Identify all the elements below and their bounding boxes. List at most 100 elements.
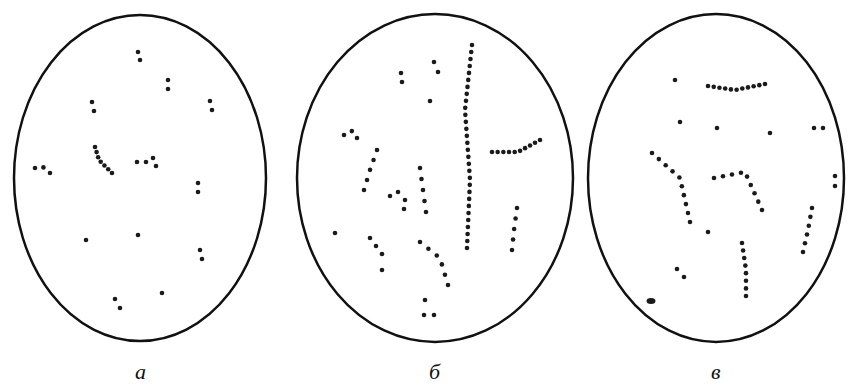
coccus-dot <box>436 70 441 75</box>
coccus-dot <box>763 82 768 87</box>
coccus-dot <box>647 298 656 304</box>
coccus-dot <box>757 83 762 88</box>
coccus-dot <box>740 241 745 246</box>
coccus-dot <box>106 167 111 172</box>
coccus-dot <box>756 199 761 204</box>
coccus-dot <box>512 150 517 155</box>
field-outline <box>14 15 266 341</box>
coccus-dot <box>465 239 470 244</box>
coccus-dot <box>432 60 437 65</box>
coccus-dot <box>467 204 472 209</box>
coccus-dot <box>166 78 171 83</box>
coccus-dot <box>41 165 46 170</box>
coccus-dot <box>98 159 103 164</box>
panel-letter: б <box>429 361 440 383</box>
coccus-dot <box>426 246 431 251</box>
coccus-dot <box>374 244 379 249</box>
coccus-dot <box>495 150 500 155</box>
coccus-dot <box>84 238 89 243</box>
coccus-dot <box>821 126 826 131</box>
coccus-dot <box>808 215 813 220</box>
coccus-dot <box>680 184 685 189</box>
coccus-dot <box>463 113 468 118</box>
coccus-dot <box>418 166 423 171</box>
coccus-dot <box>138 58 143 63</box>
coccus-dot <box>467 190 472 195</box>
coccus-dot <box>717 85 722 90</box>
coccus-dot <box>94 150 99 155</box>
coccus-dot <box>511 237 516 242</box>
panel-letter: а <box>135 361 146 383</box>
coccus-dot <box>467 64 472 69</box>
coccus-dot <box>741 248 746 253</box>
coccus-dot <box>48 171 53 176</box>
coccus-dot <box>423 298 428 303</box>
coccus-dot <box>682 275 687 280</box>
coccus-dot <box>507 150 512 155</box>
coccus-dot <box>677 175 682 180</box>
coccus-dot <box>466 78 471 83</box>
coccus-dot <box>467 71 472 76</box>
coccus-dot <box>210 108 215 113</box>
coccus-dot <box>518 149 523 154</box>
coccus-dot <box>151 156 156 161</box>
coccus-dot <box>136 50 141 55</box>
coccus-dot <box>33 166 38 171</box>
coccus-dot <box>470 43 475 48</box>
coccus-dot <box>464 127 469 132</box>
coccus-dot <box>428 99 433 104</box>
coccus-dot <box>110 171 115 176</box>
coccus-dot <box>810 206 815 211</box>
coccus-dot <box>92 109 97 114</box>
coccus-dot <box>443 272 448 277</box>
coccus-dot <box>467 162 472 167</box>
coccus-dot <box>466 211 471 216</box>
coccus-dot <box>743 263 748 268</box>
coccus-dot <box>469 50 474 55</box>
coccus-dot <box>465 85 470 90</box>
coccus-dot <box>801 250 806 255</box>
coccus-dot <box>686 211 691 216</box>
coccus-dot <box>440 262 445 267</box>
coccus-dot <box>752 191 757 196</box>
coccus-dot <box>342 133 347 138</box>
coccus-dot <box>751 84 756 89</box>
coccus-dot <box>512 227 517 232</box>
coccus-dot <box>333 231 338 236</box>
field-outline <box>297 14 573 342</box>
coccus-dot <box>490 150 495 155</box>
coccus-dot <box>375 148 380 153</box>
coccus-dot <box>196 190 201 195</box>
coccus-dot <box>198 248 203 253</box>
coccus-dot <box>748 183 753 188</box>
coccus-dot <box>742 256 747 261</box>
coccus-dot <box>368 168 373 173</box>
coccus-dot <box>371 158 376 163</box>
coccus-dot <box>744 278 749 283</box>
coccus-dot <box>93 145 98 150</box>
coccus-dot <box>833 184 838 189</box>
coccus-dot <box>515 206 520 211</box>
coccus-dot <box>399 71 404 76</box>
coccus-dot <box>419 177 424 182</box>
coccus-dot <box>805 232 810 237</box>
coccus-dot <box>154 164 159 169</box>
coccus-dot <box>723 86 728 91</box>
coccus-dot <box>744 271 749 276</box>
coccus-dot <box>424 210 429 215</box>
coccus-dot <box>740 86 745 91</box>
coccus-dot <box>118 306 123 311</box>
panel-letter: в <box>711 361 721 383</box>
coccus-dot <box>166 87 171 92</box>
coccus-dot <box>833 174 838 179</box>
coccus-dot <box>715 126 720 131</box>
coccus-dot <box>135 160 140 165</box>
coccus-dot <box>675 267 680 272</box>
coccus-dot <box>650 151 655 156</box>
coccus-dot <box>208 99 213 104</box>
coccus-dot <box>528 143 533 148</box>
coccus-dot <box>467 183 472 188</box>
coccus-dot <box>533 140 538 145</box>
coccus-dot <box>806 223 811 228</box>
